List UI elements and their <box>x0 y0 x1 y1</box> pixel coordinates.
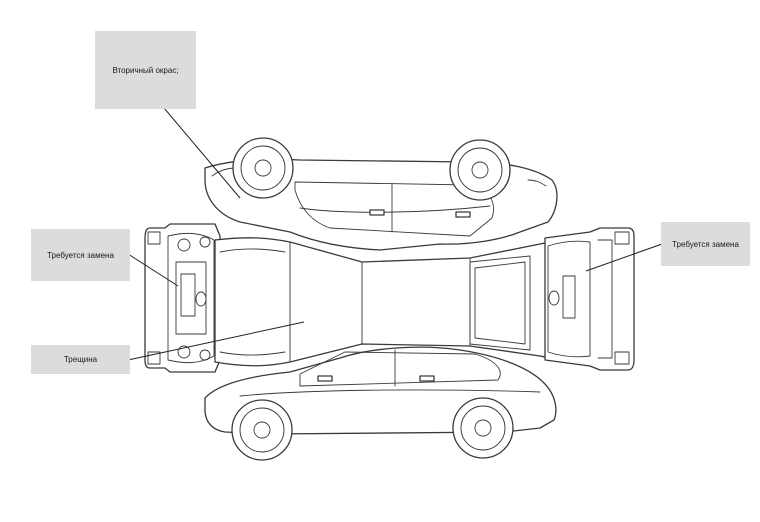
car-rear-view <box>544 227 635 371</box>
wheel-icon <box>231 399 293 461</box>
annotation-replace-front-text: Требуется замена <box>47 250 114 260</box>
annotation-secondary-paint: Вторичный окрас; <box>95 31 196 109</box>
leader-line-replace-front <box>127 253 179 287</box>
wheel-icon <box>452 397 514 459</box>
annotation-replace-front: Требуется замена <box>31 229 130 281</box>
annotation-secondary-paint-text: Вторичный окрас; <box>112 65 179 75</box>
annotation-replace-rear: Требуется замена <box>661 222 750 266</box>
annotation-crack: Трещина <box>31 345 130 374</box>
car-front-view <box>144 223 221 373</box>
leader-line-crack <box>127 321 305 361</box>
annotation-replace-rear-text: Требуется замена <box>672 239 739 249</box>
car-side-view-top <box>204 137 558 251</box>
wheel-icon <box>232 137 294 199</box>
leader-line-replace-rear <box>585 243 663 272</box>
leader-line-secondary-paint <box>163 107 241 199</box>
annotation-crack-text: Трещина <box>63 355 98 364</box>
car-side-view-bottom <box>204 346 557 461</box>
car-roof-view <box>214 237 563 367</box>
wheel-icon <box>449 139 511 201</box>
